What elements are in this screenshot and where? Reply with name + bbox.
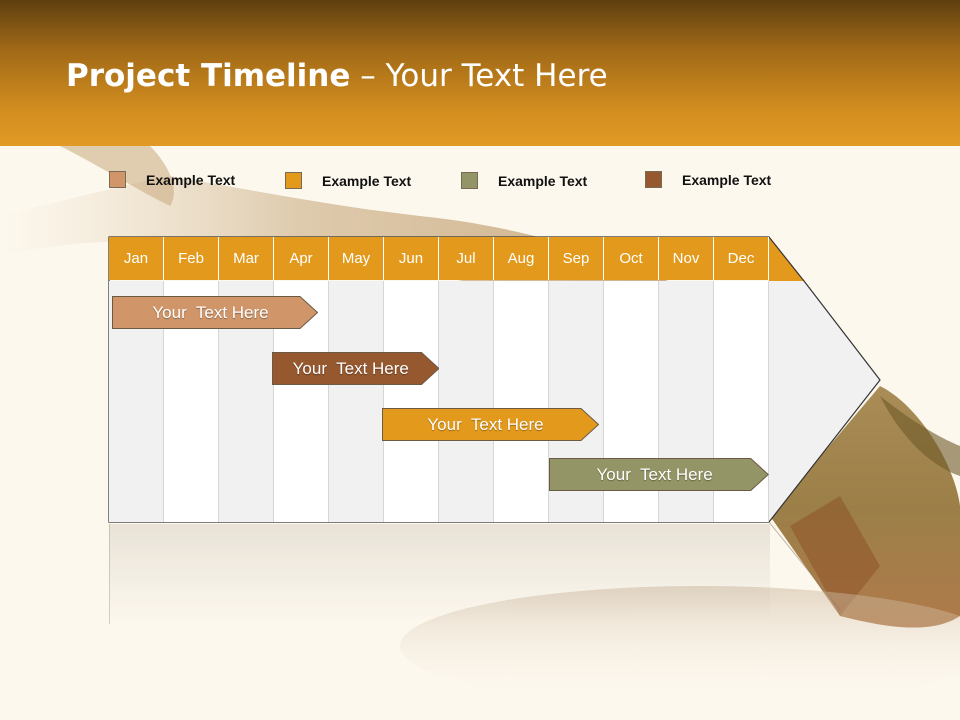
background-fish-art bbox=[0, 146, 960, 706]
month-column bbox=[329, 281, 384, 522]
month-label-sep: Sep bbox=[549, 237, 604, 280]
legend-swatch bbox=[645, 171, 662, 188]
month-label-dec: Dec bbox=[714, 237, 769, 280]
task-arrow-shape bbox=[549, 458, 769, 491]
legend-label: Example Text bbox=[322, 173, 412, 189]
legend-label: Example Text bbox=[146, 172, 236, 188]
legend-label: Example Text bbox=[498, 173, 588, 189]
legend-swatch bbox=[109, 171, 126, 188]
month-label-mar: Mar bbox=[219, 237, 274, 280]
timeline-reflection bbox=[109, 524, 770, 624]
task-arrow: Your Text Here bbox=[549, 458, 769, 491]
task-label: Your Text Here bbox=[427, 415, 544, 434]
task-arrow: Your Text Here bbox=[112, 296, 318, 329]
month-label-aug: Aug bbox=[494, 237, 549, 280]
legend-swatch bbox=[285, 172, 302, 189]
legend-label: Example Text bbox=[682, 172, 772, 188]
task-label: Your Text Here bbox=[292, 359, 409, 378]
month-column bbox=[494, 281, 549, 522]
task-arrow: Your Text Here bbox=[381, 408, 599, 441]
task-label: Your Text Here bbox=[152, 303, 269, 322]
slide-title: Project Timeline – Your Text Here bbox=[66, 58, 608, 94]
month-column bbox=[439, 281, 494, 522]
legend-swatch bbox=[461, 172, 478, 189]
month-label-jul: Jul bbox=[439, 237, 494, 280]
month-column bbox=[384, 281, 439, 522]
task-arrow-shape bbox=[271, 352, 439, 385]
month-label-feb: Feb bbox=[164, 237, 219, 280]
month-label-nov: Nov bbox=[659, 237, 714, 280]
month-label-oct: Oct bbox=[604, 237, 659, 280]
task-arrow: Your Text Here bbox=[271, 352, 439, 385]
title-banner: Project Timeline – Your Text Here bbox=[0, 0, 960, 146]
task-arrow-shape bbox=[381, 408, 599, 441]
slide-title-rest: – Your Text Here bbox=[350, 58, 608, 94]
month-label-apr: Apr bbox=[274, 237, 329, 280]
task-arrow-shape bbox=[112, 296, 318, 329]
task-label: Your Text Here bbox=[596, 465, 713, 484]
month-label-jun: Jun bbox=[384, 237, 439, 280]
slide-title-bold: Project Timeline bbox=[66, 58, 351, 94]
month-label-jan: Jan bbox=[109, 237, 164, 280]
month-label-may: May bbox=[329, 237, 384, 280]
